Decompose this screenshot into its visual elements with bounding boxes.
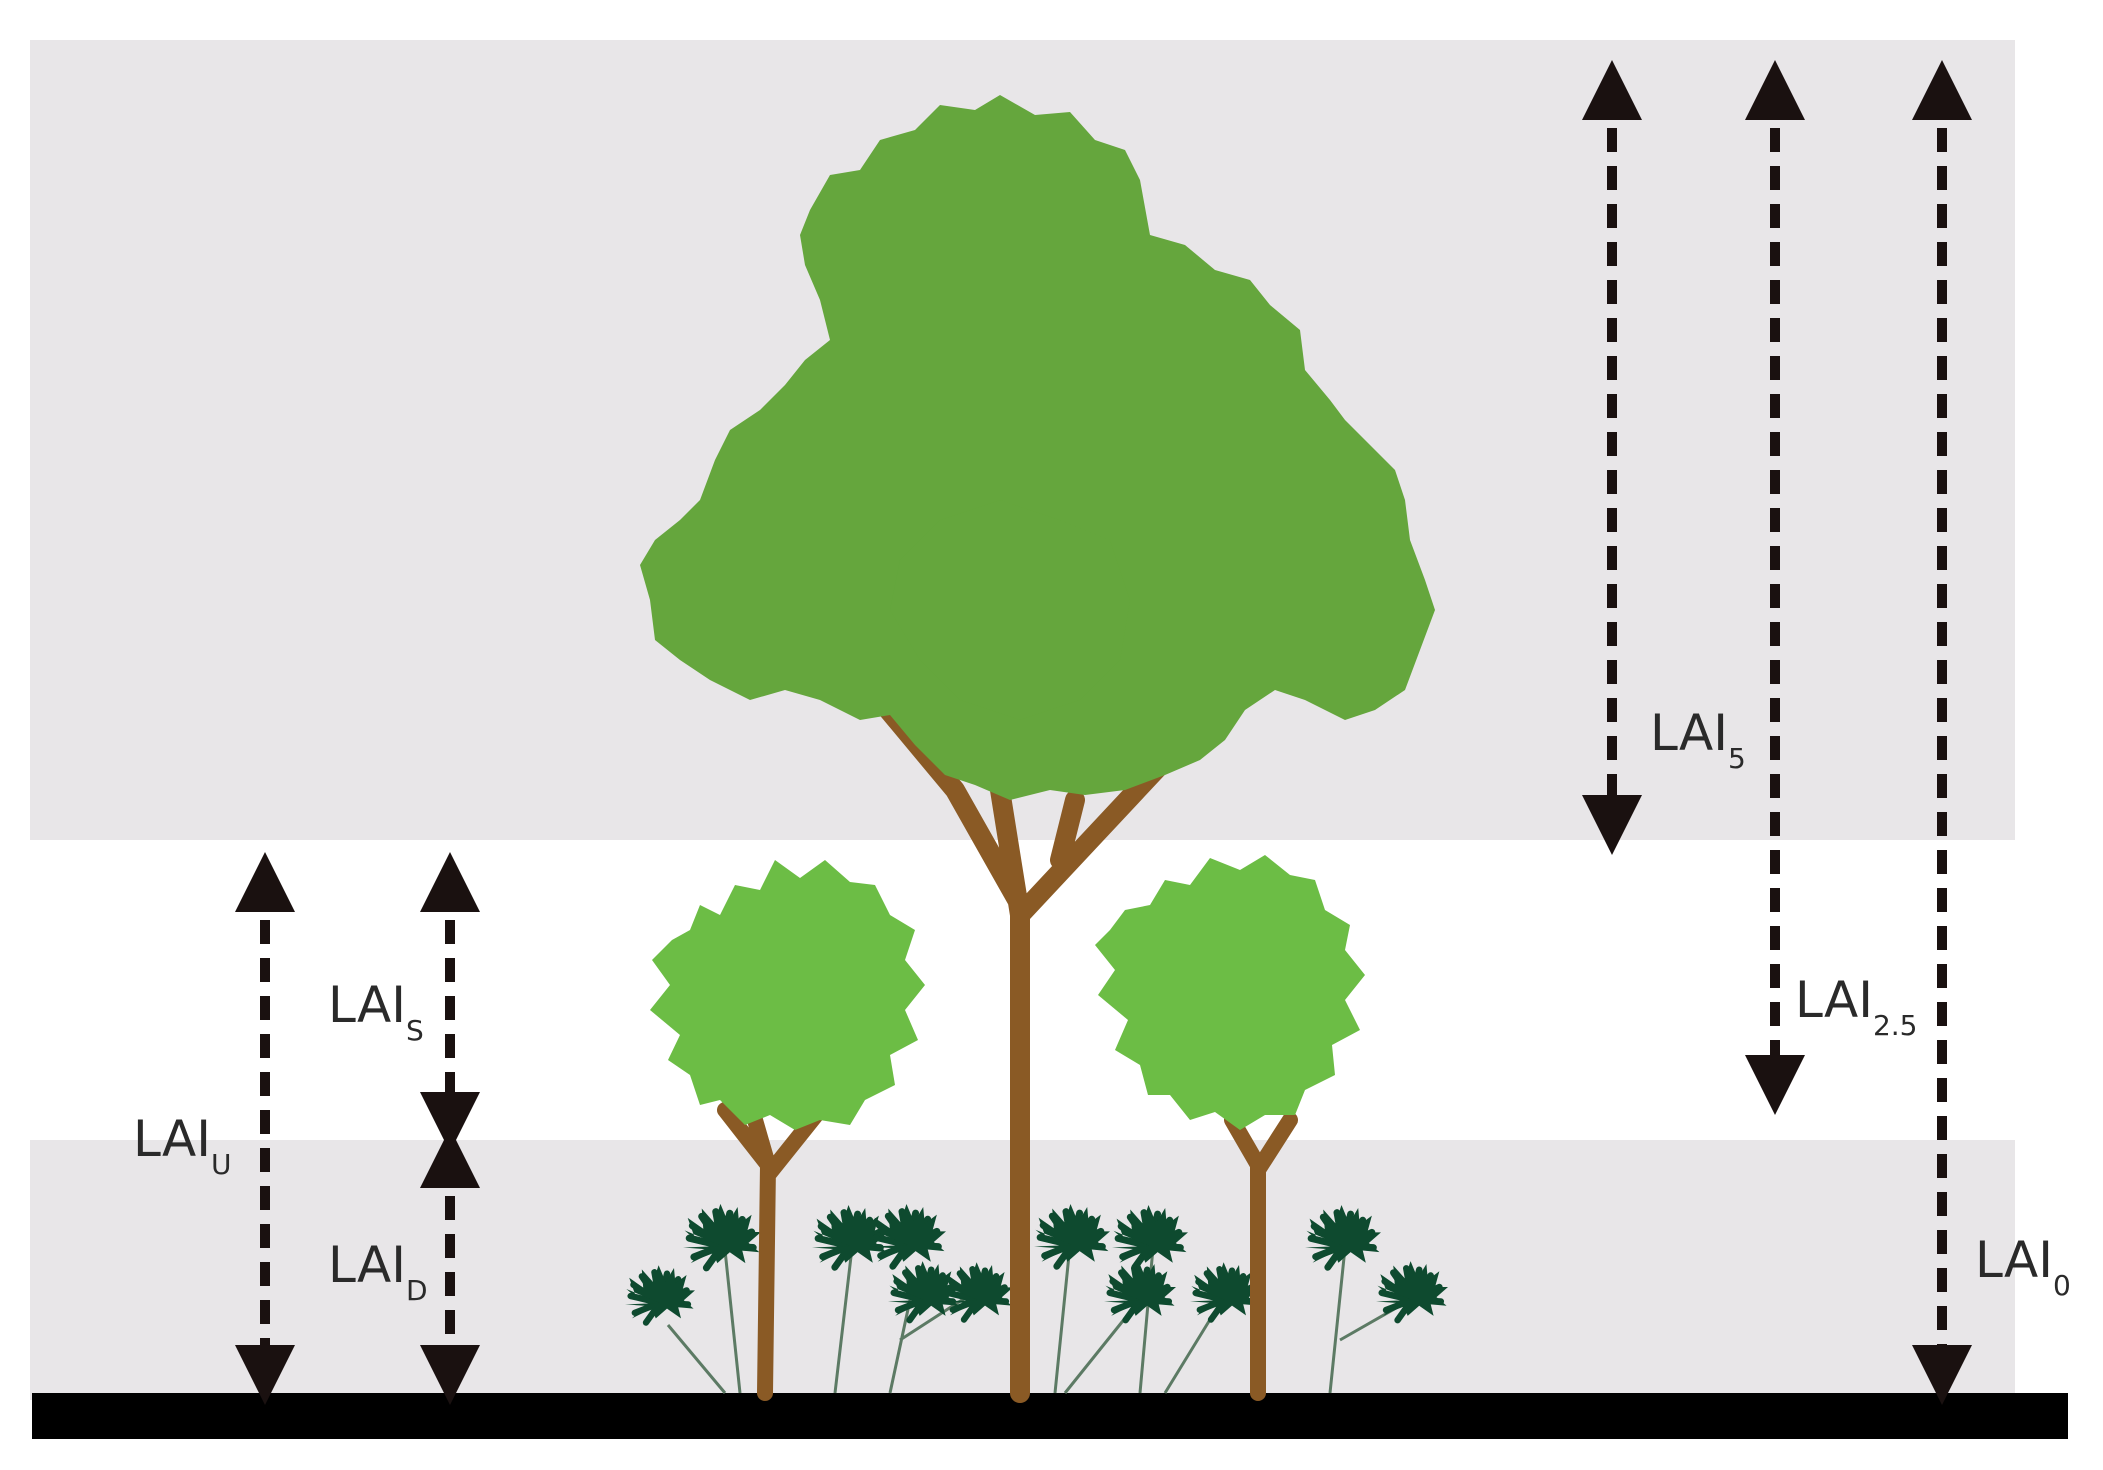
lai-5-label: LAI5	[1650, 704, 1746, 775]
small-tree-left	[650, 860, 925, 1401]
small-tree-right	[1095, 855, 1365, 1401]
arrows	[235, 59, 1972, 1405]
lai-s-label: LAIS	[328, 976, 424, 1047]
ground-bar	[32, 1393, 2068, 1439]
lai-u-label: LAIU	[133, 1110, 231, 1181]
fern-group	[666, 1244, 1411, 1394]
tall-tree	[640, 95, 1435, 1403]
lai-d-label: LAID	[328, 1236, 428, 1307]
lai-2-5-label: LAI2.5	[1795, 971, 1918, 1042]
lai-0-label: LAI0	[1975, 1231, 2071, 1302]
